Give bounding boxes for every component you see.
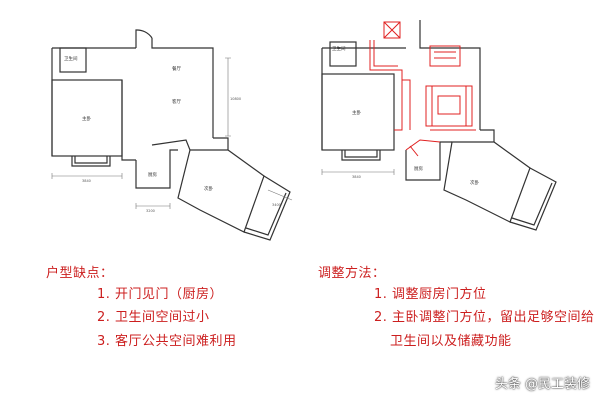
defect-item-2: 2. 卫生间空间过小 xyxy=(97,310,210,325)
room-label-bedroom2: 次卧 xyxy=(204,185,213,192)
adjusted-floor-plan xyxy=(321,20,557,231)
dimension-bottom-right: 3400 xyxy=(272,203,281,207)
watermark: 头条 @民工装修 xyxy=(494,377,590,392)
balcony-wall xyxy=(341,150,381,161)
defects-title: 户型缺点： xyxy=(46,266,114,281)
bedroom2-wall xyxy=(443,141,531,223)
outer-wall xyxy=(213,137,229,150)
door-swing xyxy=(135,29,153,48)
balcony2-wall xyxy=(243,175,291,241)
room-label-kitchen: 厨房 xyxy=(148,171,157,178)
bedroom2-wall xyxy=(177,149,265,233)
dimension-bottom-mid: 3200 xyxy=(146,209,155,213)
bathroom-wall xyxy=(329,41,357,67)
room-label-bedroom2: 次卧 xyxy=(470,179,479,186)
dimension-bottom-left: 3840 xyxy=(82,179,91,183)
defect-item-3: 3. 客厅公共空间难利用 xyxy=(97,334,237,349)
balcony-wall xyxy=(344,150,378,158)
adjustment-item-1: 1. 调整厨房门方位 xyxy=(374,287,487,302)
room-label-dining: 餐厅 xyxy=(172,65,181,72)
defect-item-1: 1. 开门见门（厨房） xyxy=(97,287,224,302)
bathroom-wall xyxy=(59,47,87,73)
outer-wall xyxy=(419,20,481,130)
room-label-living: 客厅 xyxy=(172,98,181,105)
dimension-bottom-left: 3840 xyxy=(352,175,361,179)
kitchen-wall xyxy=(405,141,452,181)
adjustment-item-2: 2. 主卧调整门方位，留出足够空间给 xyxy=(374,310,595,325)
balcony2-wall xyxy=(245,192,287,236)
adjustment-title: 调整方法： xyxy=(318,266,386,281)
adjustment-markings xyxy=(369,21,476,157)
room-label-bathroom: 卫生间 xyxy=(64,55,78,62)
room-label-kitchen: 厨房 xyxy=(414,165,423,172)
dimension-right: 10800 xyxy=(230,97,241,101)
balcony2-wall xyxy=(509,167,557,231)
balcony2-wall xyxy=(511,182,553,226)
kitchen-wall xyxy=(135,149,178,189)
balcony-wall xyxy=(74,156,108,164)
outer-wall xyxy=(480,129,495,142)
adjustment-item-2-cont: 卫生间以及储藏功能 xyxy=(390,334,512,349)
kitchen-wall xyxy=(151,139,191,151)
room-label-bathroom: 卫生间 xyxy=(332,45,346,52)
outer-wall xyxy=(151,38,214,138)
balcony-wall xyxy=(71,156,111,167)
room-label-bedroom: 主卧 xyxy=(82,115,91,122)
room-label-bedroom: 主卧 xyxy=(352,109,361,116)
partition-wall xyxy=(121,80,136,161)
bedroom-wall xyxy=(321,73,395,151)
